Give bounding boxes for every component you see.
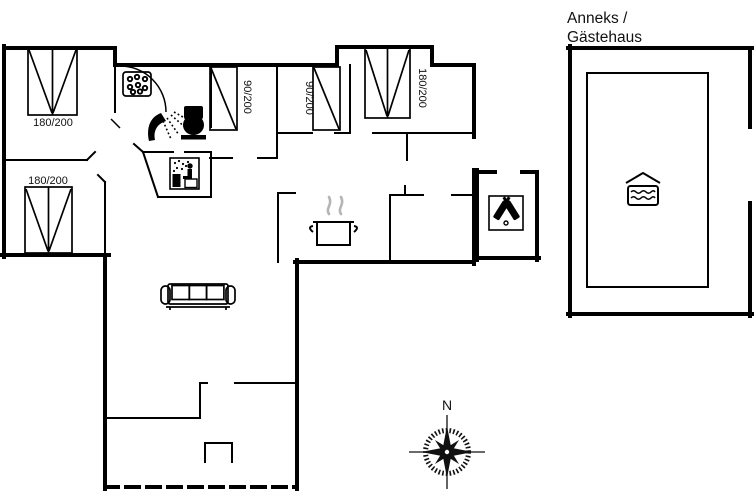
bed-size-label: 180/200	[28, 175, 68, 187]
annex-walls	[566, 44, 754, 318]
hot-tub-icon	[625, 172, 661, 206]
bottles-icon	[488, 195, 524, 231]
bed-size-label: 180/200	[416, 68, 428, 108]
bed-size-label: 180/200	[33, 117, 73, 129]
bathroom-door-arc	[110, 65, 167, 129]
fireplace-icon	[204, 442, 233, 463]
sofa-icon	[160, 283, 236, 310]
bed-single-inner-middle	[312, 66, 341, 131]
bed-size-label: 90/200	[303, 81, 315, 115]
cooking-pot-icon	[309, 195, 358, 246]
annex-label-line1: Anneks /	[567, 10, 628, 27]
annex-label-line2: Gästehaus	[567, 29, 642, 46]
bed-double-top-left	[27, 47, 78, 116]
bed-double-bottom-left	[24, 186, 73, 254]
toilet-icon	[181, 106, 206, 140]
whirlpool-icon	[122, 71, 152, 97]
bed-double-top-middle	[364, 47, 411, 119]
compass-rose-icon	[409, 415, 485, 489]
interior-walls	[3, 64, 475, 419]
storage-room-walls	[473, 168, 541, 262]
shower-icon	[148, 111, 191, 141]
bed-size-label: 90/200	[241, 80, 253, 114]
bed-single-inner-left	[209, 66, 238, 131]
main-house-exterior-walls	[0, 44, 476, 491]
sauna-icon	[169, 157, 200, 190]
north-label: N	[442, 397, 452, 413]
